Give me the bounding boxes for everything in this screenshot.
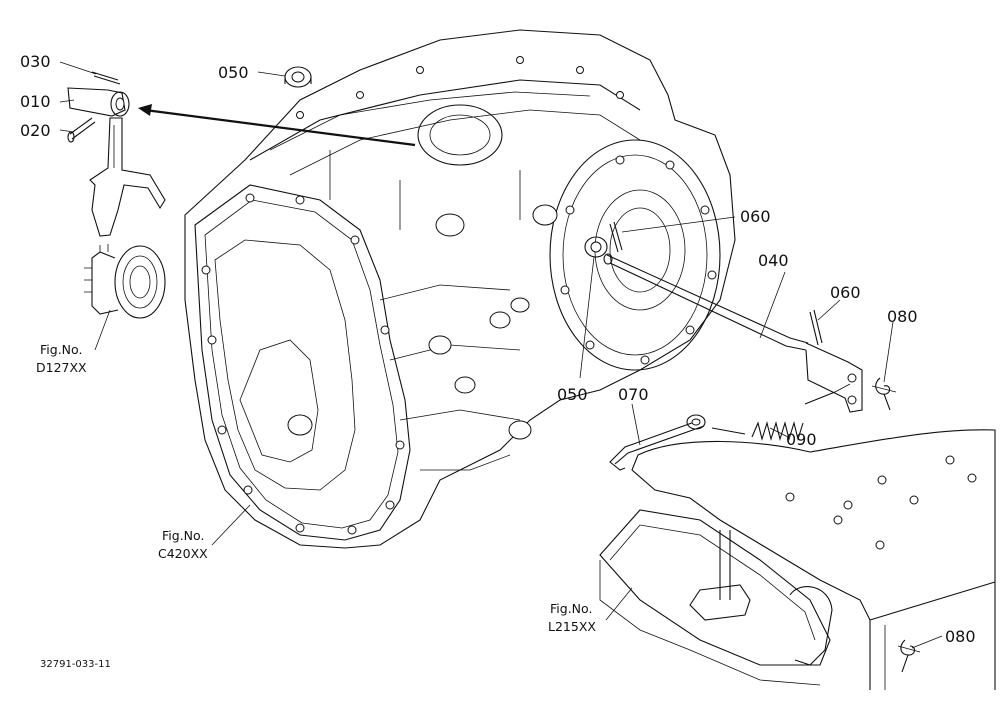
shift-shaft [603,253,863,413]
fig-ref-d127-line2: D127XX [36,360,87,375]
assembly-arrow [138,104,416,147]
fig-ref-c420-line1: Fig.No. [162,528,204,543]
shift-sleeve [84,244,166,319]
callout-090: 090 [786,430,817,449]
fig-ref-d127-line1: Fig.No. [40,342,82,357]
clip-upper [871,377,897,411]
callout-070: 070 [618,385,649,404]
callout-030: 030 [20,52,51,71]
callout-labels: 030 010 020 050 050 060 060 040 080 070 … [20,52,976,646]
callout-080-lower: 080 [945,627,976,646]
clip-lower [897,639,921,673]
floor-plate [599,429,996,690]
bushing-top [284,66,312,88]
callout-050-top: 050 [218,63,249,82]
leader-lines [59,61,943,649]
callout-060-lower: 060 [830,283,861,302]
bushing-middle [584,236,608,258]
callout-080-upper: 080 [887,307,918,326]
callout-050-middle: 050 [557,385,588,404]
figure-references: Fig.No. D127XX Fig.No. C420XX Fig.No. L2… [36,342,596,634]
fig-ref-l215-line2: L215XX [548,619,596,634]
fig-ref-l215-line1: Fig.No. [550,601,592,616]
callout-020: 020 [20,121,51,140]
document-id: 32791-033-11 [40,659,111,670]
callout-040: 040 [758,251,789,270]
shift-fork-assembly [67,71,166,237]
callout-060-upper: 060 [740,207,771,226]
return-spring [711,383,851,442]
shift-rod [609,414,706,471]
pin-upper [609,221,623,253]
callout-010: 010 [20,92,51,111]
fig-ref-c420-line2: C420XX [158,546,208,561]
transmission-case [184,29,736,549]
